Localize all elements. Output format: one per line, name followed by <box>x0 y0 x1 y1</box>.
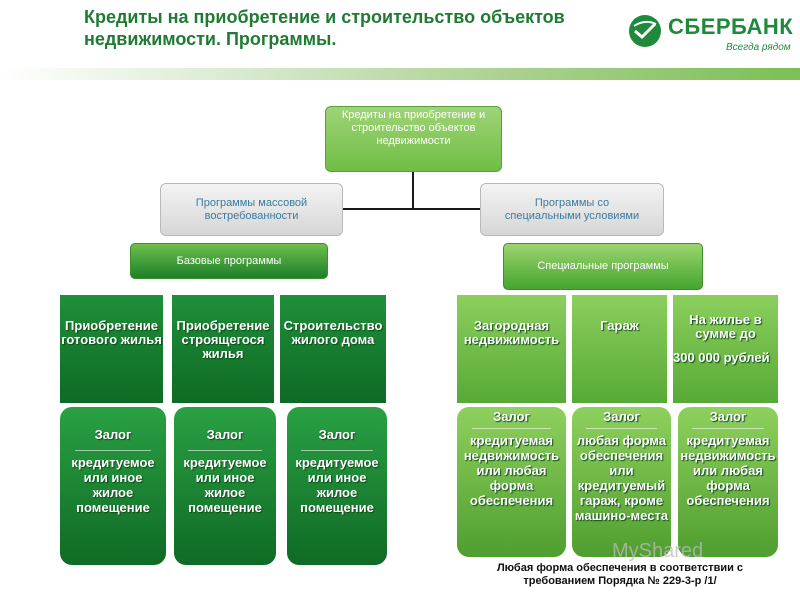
pledge-divider <box>188 450 262 451</box>
root-node: Кредиты на приобретение и строительство … <box>325 106 502 172</box>
pledge-body: кредитуемая недвижимость или любая форма… <box>463 433 560 508</box>
pledge-head: Залог <box>94 427 132 442</box>
pledge-head: Залог <box>709 409 747 424</box>
pledge-head: Залог <box>206 427 244 442</box>
pledge-divider <box>472 428 551 429</box>
program-ready-housing: Приобретение готового жилья <box>60 295 163 403</box>
header-stripe <box>0 68 800 80</box>
pledge-divider <box>74 450 152 451</box>
pledge-body: кредитуемое или иное жилое помещение <box>71 455 155 515</box>
pledge-head: Залог <box>603 409 640 424</box>
pledge-body: кредитуемая недвижимость или любая форма… <box>680 433 776 508</box>
program-house-construction: Строительство жилого дома <box>280 295 386 403</box>
pledge-body: кредитуемое или иное жилое помещение <box>295 455 379 515</box>
pledge-body: кредитуемое или иное жилое помещение <box>183 455 267 515</box>
pledge-head: Залог <box>318 427 356 442</box>
pledge-divider <box>301 450 373 451</box>
sberbank-logo: СБЕРБАНК Всегда рядом <box>628 12 793 56</box>
pledge-small-loan: Залог кредитуемая недвижимость или любая… <box>678 407 778 557</box>
program-small-loan: На жилье в сумме до 300 000 рублей <box>673 295 778 403</box>
page-title: Кредиты на приобретение и строительство … <box>84 7 565 49</box>
pledge-body: любая форма обеспечения или кредитуемый … <box>574 433 669 523</box>
category-basic: Базовые программы <box>130 243 328 279</box>
program-country-property: Загородная недвижимость <box>457 295 566 403</box>
pledge-divider <box>692 428 764 429</box>
footnote: Любая форма обеспечения в соответствии с… <box>496 562 744 587</box>
program-small-loan-amount: 300 000 рублей <box>673 350 770 365</box>
pledge-under-construction: Залог кредитуемое или иное жилое помещен… <box>174 407 276 565</box>
sberbank-leaf-icon <box>629 15 661 47</box>
pledge-head: Залог <box>493 409 530 424</box>
pledge-garage: Залог любая форма обеспечения или кредит… <box>572 407 671 557</box>
connector-vertical <box>412 172 414 210</box>
pledge-divider <box>585 428 658 429</box>
watermark: MyShared <box>612 540 704 562</box>
pledge-ready-housing: Залог кредитуемое или иное жилое помещен… <box>60 407 166 565</box>
connector-horizontal <box>343 208 483 210</box>
pledge-house-construction: Залог кредитуемое или иное жилое помещен… <box>287 407 387 565</box>
category-special: Специальные программы <box>503 243 703 290</box>
logo-tagline: Всегда рядом <box>726 42 791 53</box>
program-under-construction: Приобретение строящегося жилья <box>172 295 274 403</box>
program-small-loan-label: На жилье в сумме до <box>689 312 762 341</box>
branch-special: Программы со специальными условиями <box>480 183 664 236</box>
pledge-country-property: Залог кредитуемая недвижимость или любая… <box>457 407 566 557</box>
logo-name: СБЕРБАНК <box>668 14 794 39</box>
program-garage: Гараж <box>572 295 667 403</box>
branch-mass: Программы массовой востребованности <box>160 183 343 236</box>
